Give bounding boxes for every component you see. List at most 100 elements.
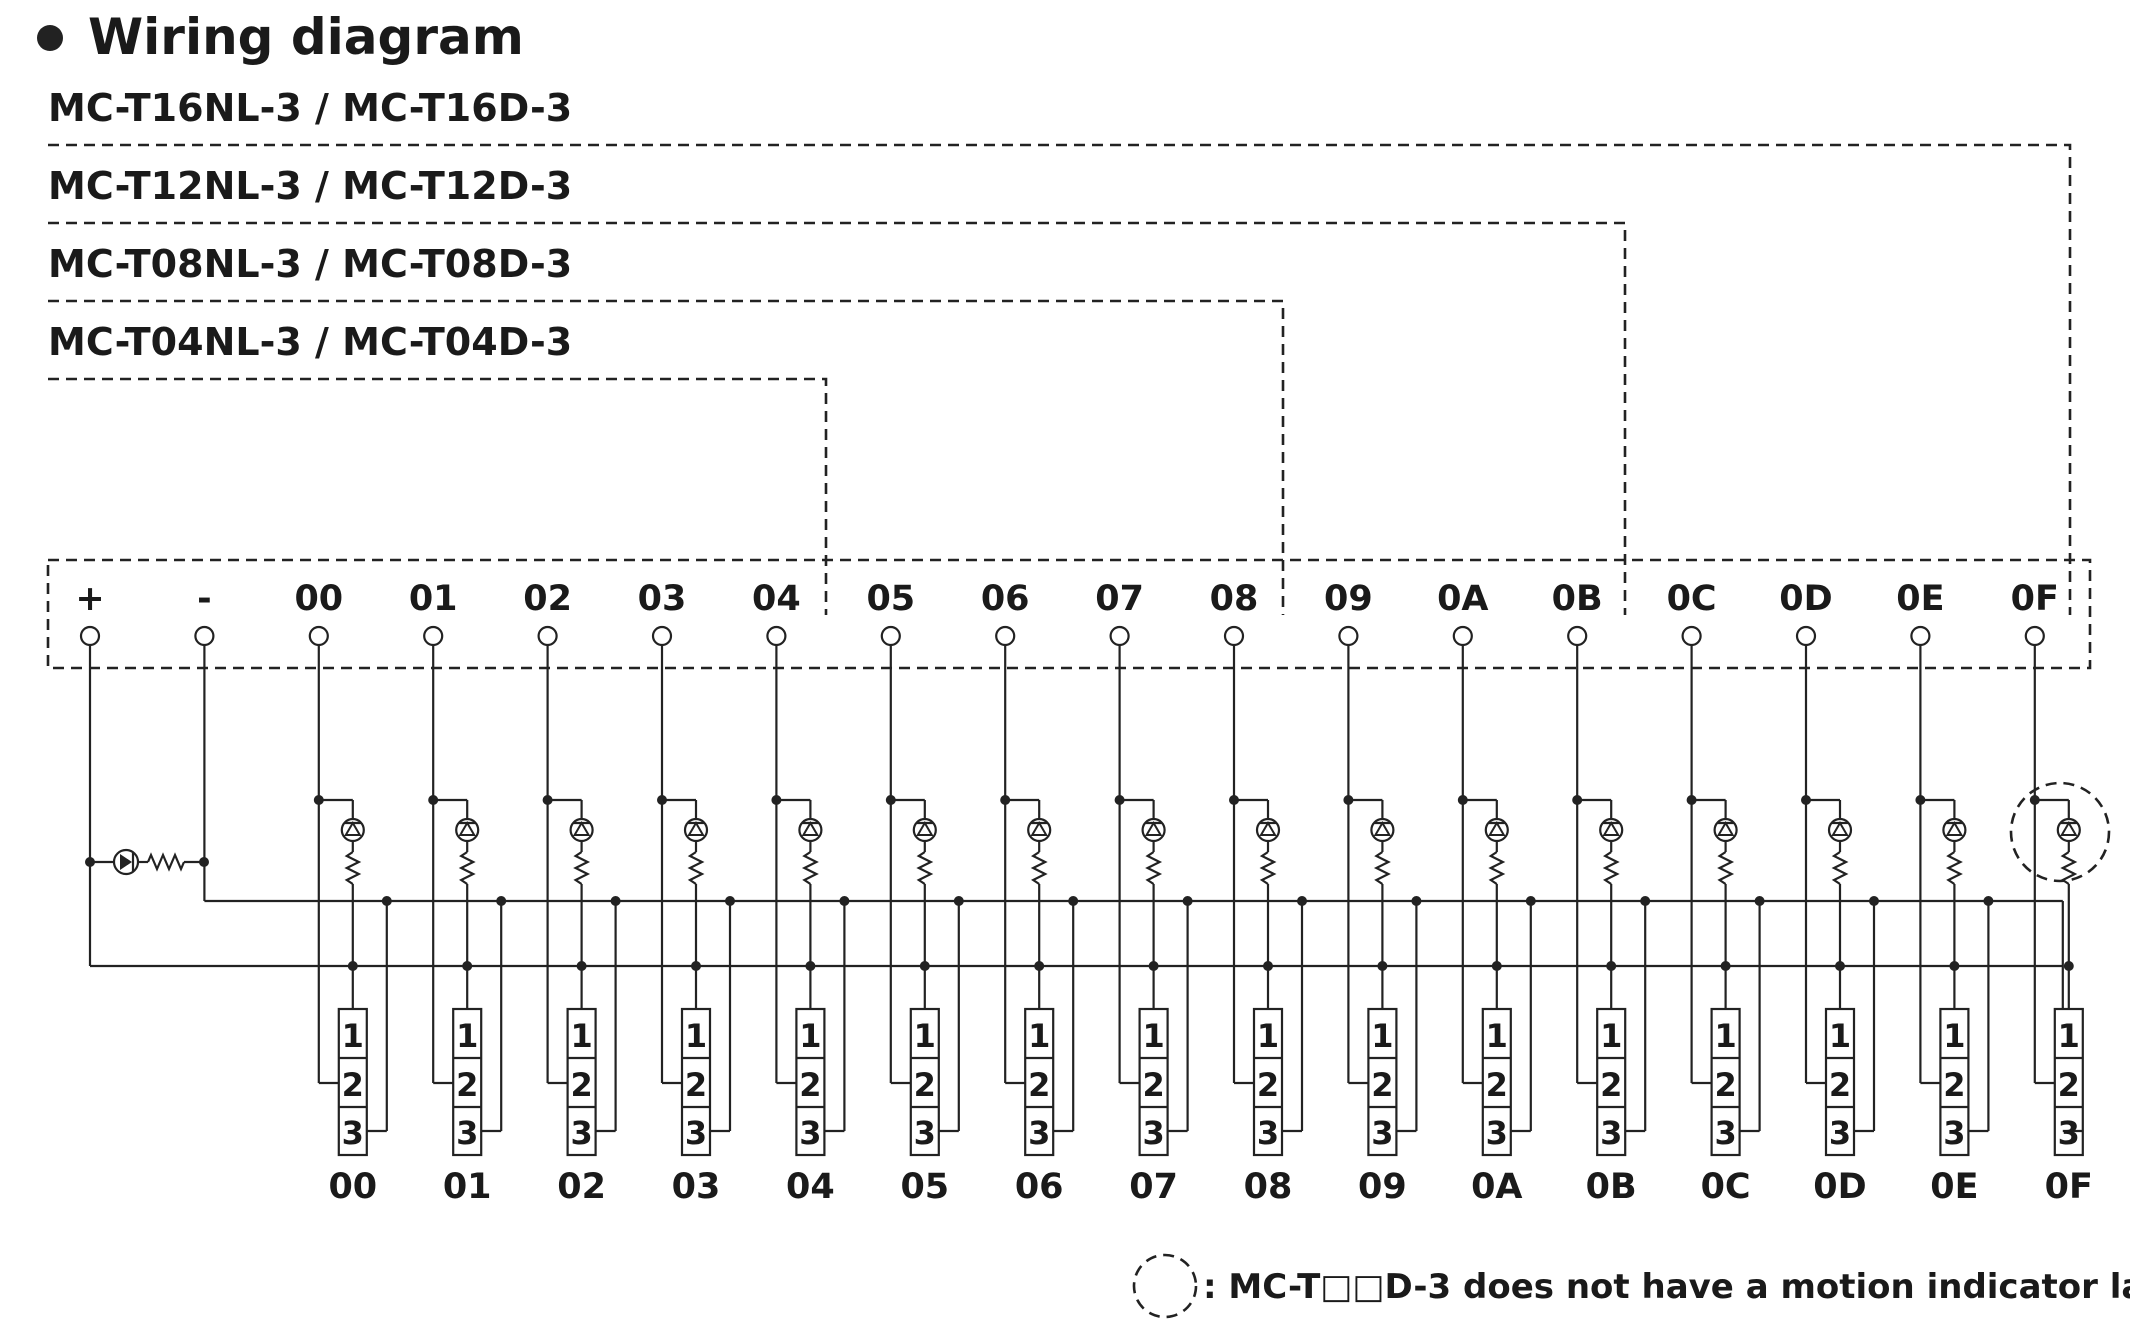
terminal-label: 02 xyxy=(523,579,572,619)
model-label-t12: MC-T12NL-3 / MC-T12D-3 xyxy=(48,164,572,208)
connector-pin-label: 2 xyxy=(1486,1066,1508,1104)
terminal-block-frame xyxy=(46,558,2092,670)
connector-label: 0C xyxy=(1701,1167,1751,1207)
connector-pin-label: 3 xyxy=(2058,1114,2080,1152)
terminal-label: + xyxy=(75,579,104,619)
connector-pin-label: 1 xyxy=(914,1017,936,1055)
indicator-lamp-icon xyxy=(344,821,362,836)
connector-pin-label: 1 xyxy=(1142,1017,1164,1055)
terminal-label: 09 xyxy=(1324,579,1373,619)
page-title: Wiring diagram xyxy=(88,8,524,66)
resistor-icon xyxy=(1145,851,1163,885)
junction-dot xyxy=(1034,961,1045,971)
junction-dot xyxy=(1297,896,1307,906)
junction-dot xyxy=(381,896,392,906)
junction-dot xyxy=(1491,961,1502,971)
connector-box xyxy=(1252,1007,1284,1157)
terminal-screw xyxy=(1910,625,1931,647)
connector-label: 0B xyxy=(1586,1167,1637,1207)
terminal-screw xyxy=(766,625,787,647)
connector-pin-label: 1 xyxy=(1714,1017,1736,1055)
junction-dot xyxy=(1263,961,1273,971)
indicator-lamp-icon xyxy=(1945,821,1964,836)
terminal-screw xyxy=(1681,625,1702,647)
connector-pin-label: 3 xyxy=(1142,1114,1164,1152)
junction-dot xyxy=(691,961,701,971)
connector-pin-label: 2 xyxy=(1600,1066,1622,1104)
terminal-label: 01 xyxy=(409,579,458,619)
model-label-t08: MC-T08NL-3 / MC-T08D-3 xyxy=(48,242,572,286)
connector-pin-label: 3 xyxy=(1486,1114,1508,1152)
terminal-screw xyxy=(1338,625,1359,647)
junction-dot xyxy=(1411,896,1422,906)
junction-dot xyxy=(462,961,473,971)
connector-pin-label: 2 xyxy=(1142,1066,1164,1104)
resistor-icon xyxy=(1831,851,1849,885)
connector-pin-label: 2 xyxy=(1714,1066,1736,1104)
connector-label: 00 xyxy=(328,1167,377,1207)
connector-pin-label: 1 xyxy=(685,1017,707,1055)
junction-dot xyxy=(805,961,816,971)
connector-label: 0A xyxy=(1471,1167,1522,1207)
connector-pin-label: 1 xyxy=(1028,1017,1050,1055)
connector-label: 03 xyxy=(672,1167,721,1207)
resistor-icon xyxy=(344,851,362,885)
junction-dot xyxy=(1377,961,1388,971)
junction-dot xyxy=(1068,896,1079,906)
resistor-icon xyxy=(458,851,476,885)
connector-pin-label: 3 xyxy=(799,1114,821,1152)
model-range-line-t16 xyxy=(48,143,2072,615)
connector-pin-label: 2 xyxy=(799,1066,821,1104)
terminal-screw xyxy=(194,625,215,647)
indicator-lamp-icon xyxy=(1488,821,1506,836)
junction-dot xyxy=(1525,896,1536,906)
connector-label: 08 xyxy=(1244,1167,1293,1207)
resistor-icon xyxy=(1945,851,1963,885)
junction-dot xyxy=(1983,896,1994,906)
terminal-screw xyxy=(1795,625,1817,647)
model-label-t04: MC-T04NL-3 / MC-T04D-3 xyxy=(48,320,572,364)
indicator-lamp-icon xyxy=(572,821,591,836)
connector-pin-label: 2 xyxy=(1257,1066,1279,1104)
connector-pin-label: 3 xyxy=(342,1114,364,1152)
junction-dot xyxy=(576,961,587,971)
connector-pin-label: 1 xyxy=(1943,1017,1965,1055)
resistor-icon xyxy=(1488,851,1506,885)
resistor-icon xyxy=(1259,851,1277,885)
indicator-lamp-icon xyxy=(458,821,476,836)
indicator-lamp-icon xyxy=(1144,821,1163,836)
connector-pin-label: 3 xyxy=(1257,1114,1279,1152)
connector-label: 06 xyxy=(1015,1167,1064,1207)
junction-dot xyxy=(1182,896,1193,906)
connector-pin-label: 3 xyxy=(1943,1114,1965,1152)
connector-pin-label: 1 xyxy=(456,1017,478,1055)
terminal-label: 0D xyxy=(1779,579,1832,619)
resistor-icon xyxy=(573,851,591,885)
bullet-icon xyxy=(37,25,63,51)
terminal-label: 04 xyxy=(752,579,801,619)
connector-pin-label: 1 xyxy=(1600,1017,1622,1055)
resistor-icon xyxy=(1602,851,1620,885)
connector-box xyxy=(337,1007,368,1157)
indicator-lamp-icon xyxy=(1030,821,1048,836)
connector-pin-label: 2 xyxy=(570,1066,592,1104)
terminal-label: 07 xyxy=(1095,579,1144,619)
connector-box xyxy=(1138,1007,1169,1157)
connector-pin-label: 2 xyxy=(456,1066,478,1104)
junction-dot xyxy=(839,896,850,906)
connector-box xyxy=(1367,1007,1398,1157)
connector-box xyxy=(1710,1007,1741,1157)
junction-dot xyxy=(1835,961,1845,971)
connector-label: 07 xyxy=(1129,1167,1178,1207)
junction-dot xyxy=(1148,961,1159,971)
connector-label: 02 xyxy=(557,1167,606,1207)
indicator-lamp-icon xyxy=(801,821,820,836)
connector-box xyxy=(680,1007,712,1157)
junction-dot xyxy=(953,896,964,906)
connector-box xyxy=(1939,1007,1970,1157)
connector-pin-label: 2 xyxy=(1371,1066,1393,1104)
junction-dot xyxy=(1720,961,1731,971)
connector-pin-label: 1 xyxy=(1486,1017,1508,1055)
connector-pin-label: 3 xyxy=(1600,1114,1622,1152)
terminal-label: 0C xyxy=(1667,579,1717,619)
